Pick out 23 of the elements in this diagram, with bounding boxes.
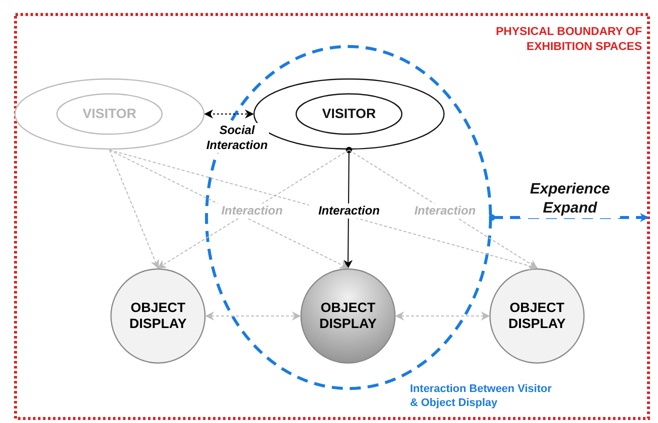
connector-arrow [488,213,649,222]
object-display-label: OBJECT DISPLAY [507,300,567,332]
connector-arrow [109,150,160,269]
boundary-title: PHYSICAL BOUNDARY OF EXHIBITION SPACES [494,25,642,55]
zone-caption: Interaction Between Visitor & Object Display [410,382,553,411]
connector-arrow [348,150,538,268]
object-display-label: OBJECT DISPLAY [318,300,378,332]
connector-arrow [109,150,349,268]
connector-arrow [205,312,301,320]
object-display-circle [300,268,396,364]
object-display-label: OBJECT DISPLAY [128,300,188,332]
edge-label: Experience Expand [520,180,620,218]
connector-arrow [395,312,490,320]
object-display-circle [489,268,585,364]
connector-arrow [204,110,254,118]
connector-arrow [157,150,350,268]
connector-arrow [109,150,538,270]
object-display-circle [110,268,206,364]
visitor-label: VISITOR [321,106,377,122]
connector-arrow [344,146,353,269]
visitor-label: VISITOR [82,106,138,122]
edge-label: Social Interaction [205,123,269,153]
visitor-ellipse [14,78,205,150]
